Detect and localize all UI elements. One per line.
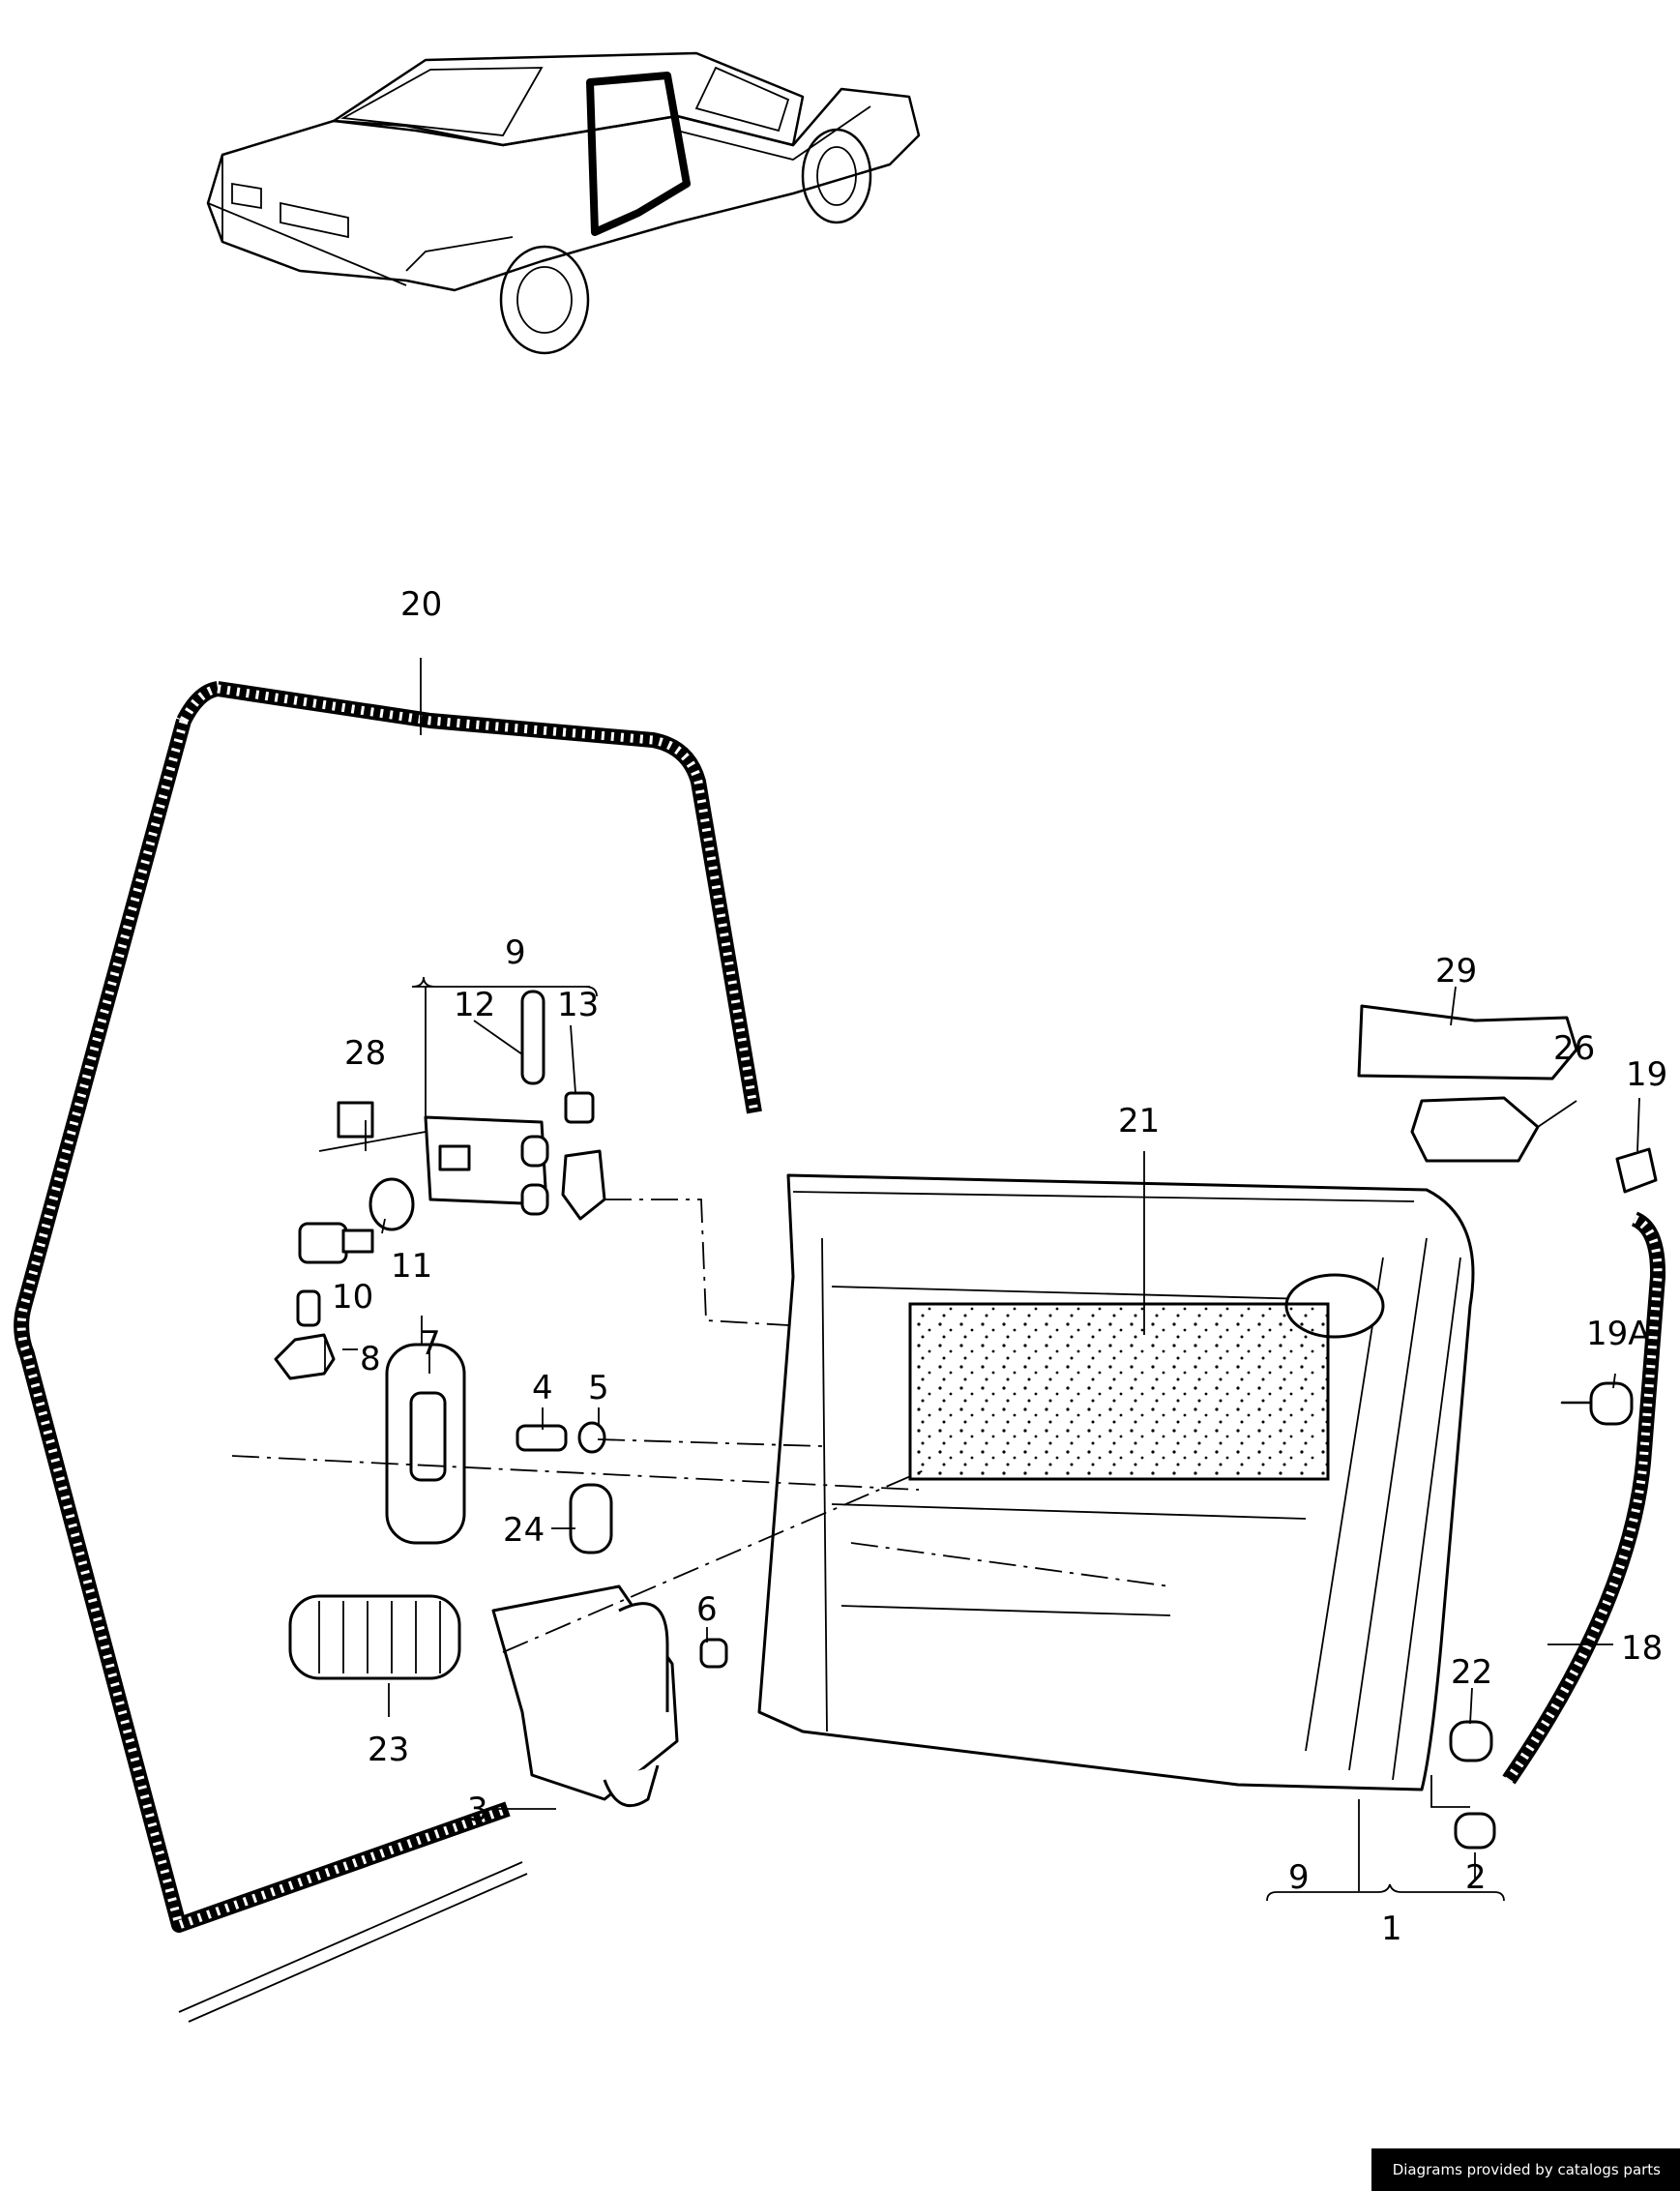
- bolt-10: [298, 1222, 374, 1264]
- trim-panel-29: [1357, 1004, 1578, 1081]
- callout-10: 10: [332, 1278, 373, 1317]
- callout-7: 7: [420, 1324, 441, 1363]
- bushing-6: [699, 1638, 728, 1669]
- callout-18: 18: [1621, 1629, 1663, 1668]
- insert-26: [1410, 1096, 1540, 1163]
- clip-19a: [1560, 1381, 1634, 1426]
- bellows-23: [288, 1594, 461, 1680]
- door-lock-3: [491, 1584, 679, 1808]
- callout-13: 13: [557, 986, 599, 1024]
- callout-23: 23: [368, 1731, 409, 1769]
- callout-11: 11: [391, 1247, 432, 1286]
- plug-2: [1454, 1812, 1496, 1850]
- callout-29: 29: [1435, 952, 1477, 991]
- callout-labels: 20 9 12 13 28 10 11 8 7 4 5 24 23 6 3 21…: [332, 585, 1667, 1948]
- callout-3: 3: [467, 1791, 488, 1829]
- assembly-lines: [231, 1131, 1470, 1808]
- door-shell-1: [757, 1173, 1475, 1791]
- washer-5: [577, 1421, 606, 1454]
- leader-lines: [324, 658, 1640, 1891]
- callout-8: 8: [360, 1340, 381, 1378]
- callout-5: 5: [588, 1369, 609, 1407]
- washer-11: [368, 1177, 415, 1231]
- callout-2: 2: [1465, 1858, 1487, 1897]
- callout-1: 1: [1381, 1910, 1402, 1948]
- callout-28: 28: [344, 1034, 386, 1073]
- bracket-1-bottom: [1266, 1883, 1505, 1902]
- credit-footer: Diagrams provided by catalogs parts: [1371, 2148, 1680, 2191]
- insulation-pad-21: [908, 1302, 1330, 1481]
- callout-4: 4: [532, 1369, 553, 1407]
- hinge-assembly-9: [337, 990, 606, 1221]
- callout-6: 6: [696, 1590, 718, 1629]
- plug-22: [1449, 1720, 1493, 1762]
- callout-9-top: 9: [505, 933, 526, 972]
- screw-4: [516, 1424, 568, 1452]
- callout-21: 21: [1118, 1102, 1160, 1140]
- door-seal-20: [14, 681, 762, 2023]
- callout-19: 19: [1626, 1055, 1667, 1094]
- clip-19: [1615, 1147, 1658, 1194]
- clip-8: [274, 1289, 336, 1380]
- grommet-7: [385, 1343, 466, 1545]
- callout-9-bottom: 9: [1288, 1858, 1310, 1897]
- callout-20: 20: [400, 585, 442, 624]
- callout-26: 26: [1553, 1029, 1595, 1068]
- weatherstrip-18: [1502, 1211, 1666, 1785]
- callout-24: 24: [503, 1511, 545, 1550]
- bracket-9-top: [411, 976, 598, 1122]
- callout-19a: 19A: [1586, 1315, 1651, 1353]
- plug-24: [569, 1483, 613, 1554]
- callout-22: 22: [1451, 1653, 1492, 1692]
- callout-12: 12: [454, 986, 495, 1024]
- car-illustration: [206, 51, 921, 355]
